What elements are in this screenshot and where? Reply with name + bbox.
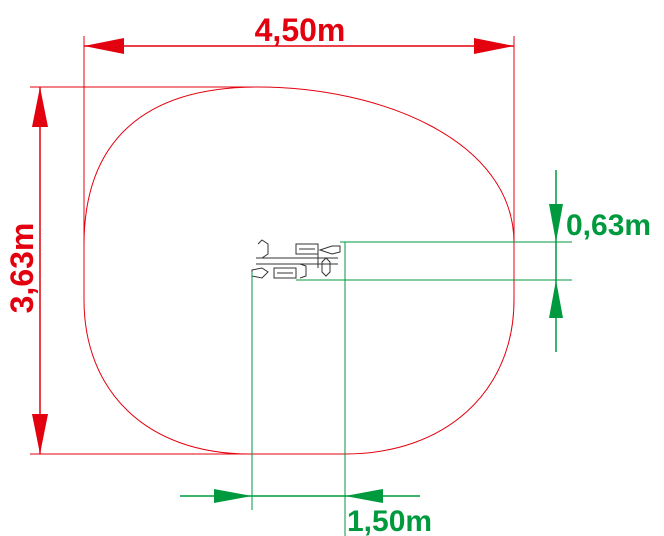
equipment-foot-right [299, 263, 307, 279]
offset-arrow-right [345, 489, 383, 503]
safety-zone [83, 86, 515, 455]
height-label: 3,63m [4, 223, 40, 314]
height-arrow-bottom [32, 414, 48, 454]
equipment-handle-left [257, 239, 269, 259]
clearance-label: 0,63m [566, 209, 651, 242]
height-arrow-top [32, 87, 48, 127]
width-dimension: 4,50m [83, 12, 515, 245]
equipment-upper-seat [295, 243, 319, 255]
width-label: 4,50m [255, 12, 346, 48]
offset-dimension: 1,50m [180, 242, 432, 536]
width-arrow-right [474, 38, 514, 54]
clearance-dimension: 0,63m [296, 170, 651, 352]
equipment-drawing [251, 239, 341, 279]
height-dimension: 3,63m [4, 86, 258, 455]
equipment-spring [321, 257, 331, 277]
width-arrow-left [84, 38, 124, 54]
safety-zone-outline [83, 86, 515, 455]
offset-label: 1,50m [347, 505, 432, 536]
equipment-pivot [318, 245, 341, 255]
equipment-lower-seat [273, 267, 297, 279]
offset-arrow-left [214, 489, 252, 503]
clearance-arrow-top [549, 204, 563, 242]
equipment-foot-left [251, 267, 269, 279]
clearance-arrow-bottom [549, 280, 563, 318]
